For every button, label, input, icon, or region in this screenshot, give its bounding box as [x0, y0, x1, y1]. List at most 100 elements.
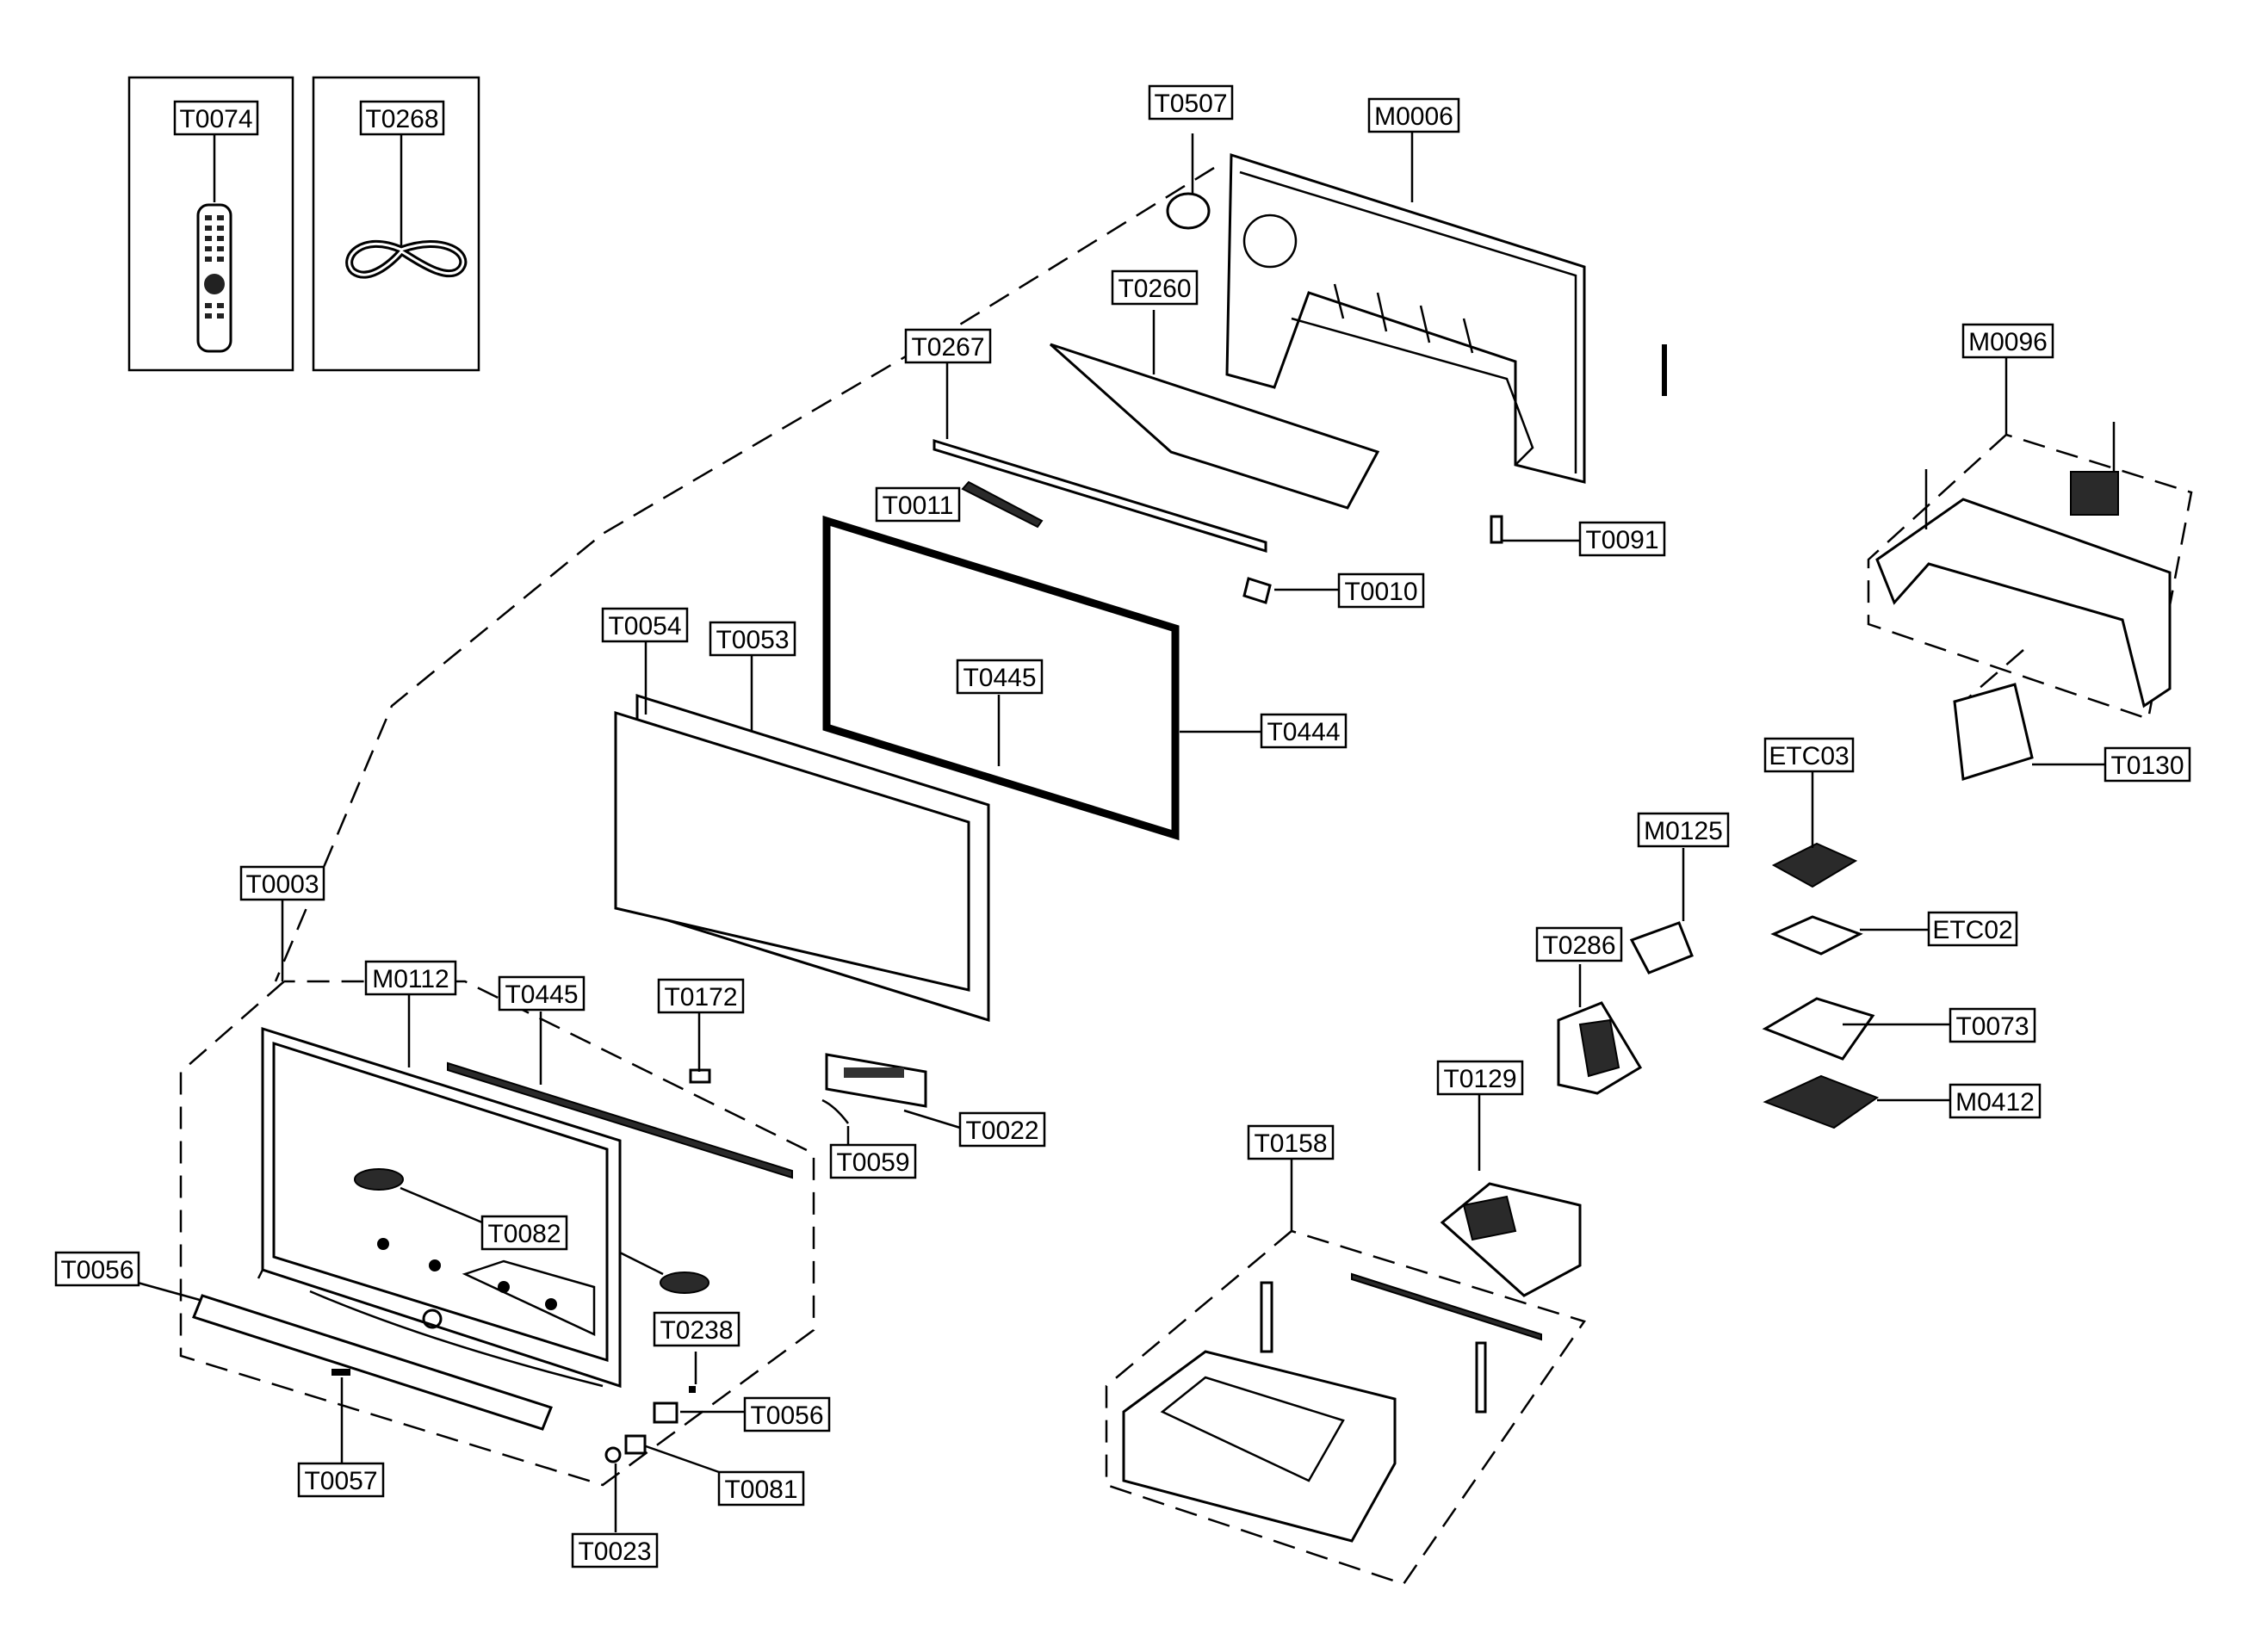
clip-small-part [1242, 577, 1272, 604]
label-t0445-top-text: T0445 [963, 664, 1036, 692]
label-m0006-text: M0006 [1374, 102, 1453, 131]
label-t0056-left: T0056 [54, 1251, 140, 1287]
accessory-cable-box [312, 76, 480, 372]
optical-block-part [1557, 1001, 1643, 1095]
bracket-small-part [1490, 515, 1503, 544]
callout-labels: T0074 T0268 T0507 M0006 T0260 T0267 T001… [54, 84, 2191, 1568]
label-m0112: M0112 [364, 960, 457, 996]
screen-cover-sheet [1050, 343, 1380, 510]
label-t0286-text: T0286 [1542, 931, 1615, 960]
label-t0022-text: T0022 [965, 1117, 1038, 1145]
label-t0059-text: T0059 [836, 1148, 909, 1177]
label-t0238: T0238 [653, 1311, 740, 1347]
label-t0057-text: T0057 [304, 1467, 377, 1495]
label-t0073: T0073 [1949, 1007, 2036, 1043]
main-board-part [1953, 683, 2034, 781]
label-t0023: T0023 [571, 1532, 659, 1568]
label-t0260-text: T0260 [1118, 275, 1191, 303]
label-t0059: T0059 [829, 1143, 917, 1179]
label-t0130-text: T0130 [2110, 752, 2184, 780]
label-t0082: T0082 [480, 1215, 568, 1251]
label-etc02-text: ETC02 [1932, 916, 2012, 944]
bracket-board-part [1762, 997, 1875, 1061]
label-t0011: T0011 [875, 486, 961, 523]
label-t0010-text: T0010 [1344, 578, 1417, 606]
label-t0003: T0003 [239, 865, 325, 901]
label-m0125: M0125 [1637, 812, 1730, 848]
label-t0010: T0010 [1337, 572, 1425, 609]
label-m0096-text: M0096 [1968, 328, 2048, 356]
label-t0074-text: T0074 [179, 105, 252, 133]
label-t0444: T0444 [1260, 713, 1348, 749]
label-t0053: T0053 [709, 621, 796, 657]
module-cube-part [1629, 921, 1694, 974]
label-t0056-left-text: T0056 [60, 1256, 133, 1284]
power-board-part [1763, 1074, 1880, 1129]
light-engine-part [1440, 1182, 1582, 1297]
label-t0268: T0268 [359, 100, 445, 136]
label-t0445-bottom-text: T0445 [505, 981, 578, 1009]
control-board-part [825, 1053, 927, 1108]
speaker-right-part [660, 1271, 709, 1294]
thermal-pad-part [1770, 915, 1863, 956]
label-t0022: T0022 [958, 1111, 1046, 1148]
label-t0057: T0057 [297, 1462, 385, 1498]
screen-panel-front [614, 710, 970, 992]
label-t0054: T0054 [601, 607, 689, 643]
label-t0053-text: T0053 [716, 626, 789, 654]
label-t0056-right-text: T0056 [750, 1401, 823, 1430]
label-t0507-text: T0507 [1154, 90, 1227, 118]
label-t0091-text: T0091 [1585, 526, 1658, 554]
accessory-remote-box [127, 76, 294, 372]
label-t0081: T0081 [717, 1470, 805, 1507]
label-t0260: T0260 [1111, 269, 1199, 306]
screen-frame-part [822, 515, 1180, 841]
label-t0172-text: T0172 [664, 983, 737, 1012]
leader-lines [137, 131, 2105, 1532]
label-t0286: T0286 [1535, 926, 1623, 962]
label-etc03: ETC03 [1763, 737, 1855, 773]
label-t0172: T0172 [657, 978, 745, 1014]
wire-small-part [821, 1098, 849, 1124]
heatsink-part [1771, 842, 1858, 888]
front-bezel-part [257, 1026, 622, 1389]
label-t0507: T0507 [1148, 84, 1234, 121]
label-etc03-text: ETC03 [1769, 742, 1849, 770]
label-t0091: T0091 [1578, 521, 1666, 557]
label-t0129-text: T0129 [1443, 1065, 1516, 1093]
label-t0023-text: T0023 [578, 1538, 651, 1566]
label-m0096: M0096 [1961, 323, 2054, 359]
bezel-strip-part [447, 1061, 793, 1179]
speaker-grill-part [1166, 192, 1211, 230]
label-m0412: M0412 [1949, 1083, 2042, 1119]
label-m0125-text: M0125 [1644, 817, 1723, 845]
base-stand-part [1122, 1272, 1542, 1543]
bottom-trim-part [192, 1294, 553, 1431]
rear-cover-part [1225, 152, 1667, 484]
logo-badge-part [331, 1369, 350, 1376]
speaker-left-part [354, 1168, 404, 1191]
label-t0054-text: T0054 [608, 612, 681, 640]
power-cord-icon [345, 239, 468, 279]
label-m0006: M0006 [1367, 97, 1460, 133]
label-t0444-text: T0444 [1267, 718, 1340, 746]
label-t0082-text: T0082 [487, 1220, 561, 1248]
sensor-board-part [689, 1068, 711, 1084]
rear-board-assembly [1875, 422, 2172, 708]
label-t0445-bottom: T0445 [498, 975, 586, 1012]
label-m0412-text: M0412 [1955, 1088, 2035, 1117]
small-bar-part [961, 480, 1044, 529]
label-t0267: T0267 [904, 328, 992, 364]
label-t0011-text: T0011 [883, 492, 954, 520]
label-t0073-text: T0073 [1955, 1012, 2029, 1041]
button-holder-part [604, 1386, 696, 1463]
label-t0238-text: T0238 [660, 1316, 733, 1345]
label-t0445-top: T0445 [956, 659, 1044, 695]
label-t0158-text: T0158 [1254, 1129, 1327, 1158]
label-t0074: T0074 [173, 100, 259, 136]
label-m0112-text: M0112 [372, 965, 449, 993]
label-t0130: T0130 [2104, 746, 2191, 783]
label-etc02: ETC02 [1927, 911, 2018, 947]
label-t0268-text: T0268 [365, 105, 438, 133]
